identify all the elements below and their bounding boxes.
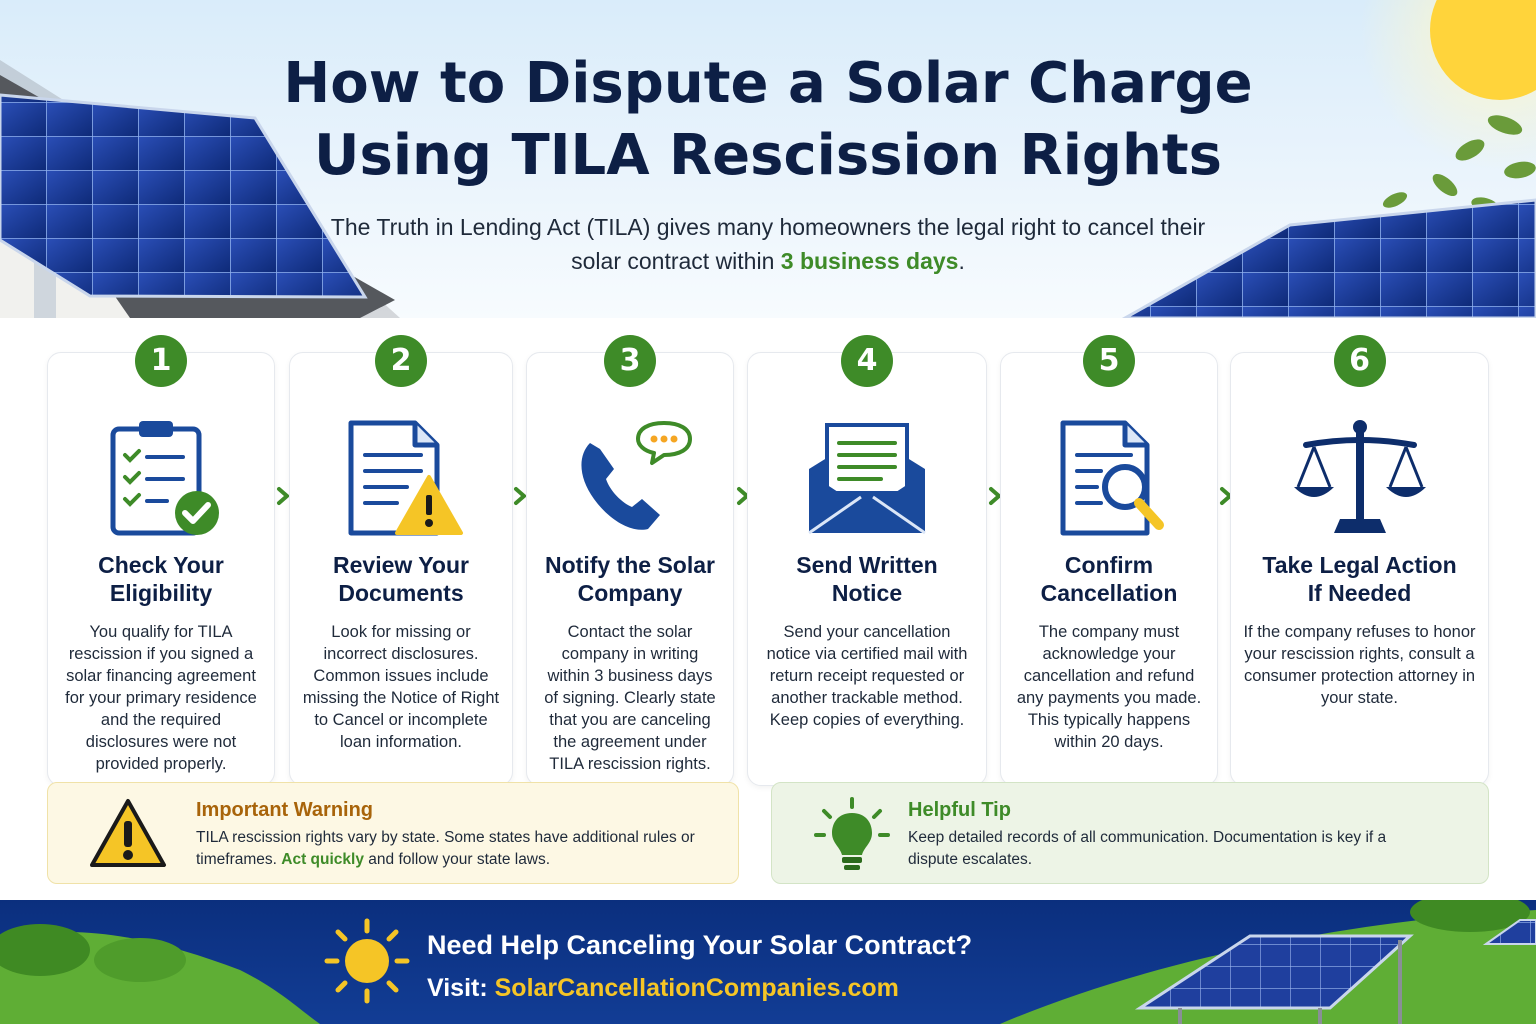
step-title-line-1: Confirm bbox=[1064, 552, 1154, 578]
warning-text: TILA rescission rights vary by state. So… bbox=[196, 827, 726, 871]
warning-text-end: and follow your state laws. bbox=[363, 851, 551, 868]
important-warning-box: Important Warning TILA rescission rights… bbox=[47, 782, 739, 884]
footer-link[interactable]: Visit: SolarCancellationCompanies.com bbox=[427, 974, 899, 1003]
step-number-badge: 6 bbox=[1333, 335, 1386, 387]
step-title-line-1: Notify the Solar bbox=[545, 552, 715, 578]
subtitle-text: The Truth in Lending Act (TILA) gives ma… bbox=[330, 214, 1206, 274]
step-description: If the company refuses to honor your res… bbox=[1243, 623, 1476, 707]
scales-of-justice-icon bbox=[1293, 420, 1426, 533]
step-title-line-2: Documents bbox=[338, 580, 464, 606]
steps-section: 1 Check Your Eligibility You qualify for… bbox=[0, 318, 1536, 786]
footer-heading: Need Help Canceling Your Solar Contract? bbox=[427, 930, 973, 960]
step-title-line-1: Take Legal Action bbox=[1262, 552, 1457, 578]
step-title: Review Your Documents bbox=[298, 551, 504, 607]
step-title-line-1: Review Your bbox=[333, 552, 469, 578]
step-description: The company must acknowledge your cancel… bbox=[1016, 623, 1202, 751]
helpful-tip-box: Helpful Tip Keep detailed records of all… bbox=[771, 782, 1489, 884]
document-warning-icon bbox=[348, 420, 463, 536]
step-number-badge: 4 bbox=[841, 335, 893, 387]
document-search-icon bbox=[1060, 420, 1164, 536]
step-card-4: 4 Send Written Notice Send your cancella… bbox=[747, 335, 987, 786]
step-title: Notify the Solar Company bbox=[535, 551, 725, 607]
step-title-line-1: Check Your bbox=[98, 552, 224, 578]
step-number-badge: 5 bbox=[1083, 335, 1135, 387]
warning-text-main: TILA rescission rights vary by state. So… bbox=[196, 829, 695, 868]
step-title-line-2: If Needed bbox=[1307, 580, 1412, 606]
step-title-line-2: Company bbox=[577, 580, 683, 606]
warning-text-highlight: Act quickly bbox=[281, 851, 364, 868]
step-description: Contact the solar company in writing wit… bbox=[544, 623, 716, 773]
phone-chat-icon bbox=[581, 421, 692, 530]
step-number-badge: 2 bbox=[375, 335, 427, 387]
step-title: Take Legal Action If Needed bbox=[1239, 551, 1480, 607]
chevron-right-icon bbox=[277, 487, 291, 505]
step-card-1: 1 Check Your Eligibility You qualify for… bbox=[47, 335, 275, 786]
tip-title: Helpful Tip bbox=[908, 799, 1011, 821]
step-card-5: 5 Confirm Cancellation The company must … bbox=[1000, 335, 1218, 786]
step-number-badge: 3 bbox=[604, 335, 656, 387]
tip-text: Keep detailed records of all communicati… bbox=[908, 829, 1387, 868]
step-title-line-1: Send Written bbox=[796, 552, 938, 578]
step-title: Send Written Notice bbox=[756, 551, 978, 607]
hero-banner: How to Dispute a Solar Charge Using TILA… bbox=[0, 0, 1536, 318]
envelope-letter-icon bbox=[808, 423, 926, 535]
step-card-6: 6 Take Legal Action If Needed If the com… bbox=[1230, 335, 1489, 786]
footer-url[interactable]: SolarCancellationCompanies.com bbox=[494, 974, 899, 1002]
title-line-1: How to Dispute a Solar Charge bbox=[283, 51, 1253, 116]
chevron-right-icon bbox=[989, 487, 1003, 505]
footer-link-prefix: Visit: bbox=[427, 974, 495, 1002]
solar-roof-scene bbox=[0, 0, 1536, 318]
step-description: Send your cancellation notice via certif… bbox=[766, 623, 968, 729]
step-number-badge: 1 bbox=[135, 335, 187, 387]
warning-triangle-icon bbox=[90, 799, 166, 867]
page-title: How to Dispute a Solar Charge Using TILA… bbox=[268, 48, 1268, 192]
step-description: Look for missing or incorrect disclosure… bbox=[302, 623, 500, 751]
step-title-line-2: Cancellation bbox=[1040, 580, 1178, 606]
subtitle-end: . bbox=[958, 248, 965, 274]
warning-title: Important Warning bbox=[196, 799, 374, 821]
footer-banner bbox=[0, 900, 1536, 1024]
step-title-line-2: Notice bbox=[831, 580, 903, 606]
clipboard-check-icon bbox=[110, 421, 219, 536]
step-title: Check Your Eligibility bbox=[56, 551, 266, 607]
step-card-2: 2 Review Your Documents Look for missing… bbox=[289, 335, 513, 786]
subtitle-highlight: 3 business days bbox=[780, 248, 959, 274]
step-title-line-2: Eligibility bbox=[109, 580, 213, 606]
step-description: You qualify for TILA rescission if you s… bbox=[65, 623, 257, 773]
green-field-scene bbox=[0, 900, 1536, 1024]
sun-icon bbox=[324, 918, 410, 1004]
step-card-3: 3 Notify the Solar Company Contact the s… bbox=[526, 335, 734, 786]
lightbulb-icon bbox=[814, 797, 890, 870]
chevron-right-icon bbox=[514, 487, 528, 505]
title-line-2: Using TILA Rescission Rights bbox=[314, 123, 1222, 188]
page-subtitle: The Truth in Lending Act (TILA) gives ma… bbox=[318, 210, 1218, 278]
step-title: Confirm Cancellation bbox=[1009, 551, 1209, 607]
